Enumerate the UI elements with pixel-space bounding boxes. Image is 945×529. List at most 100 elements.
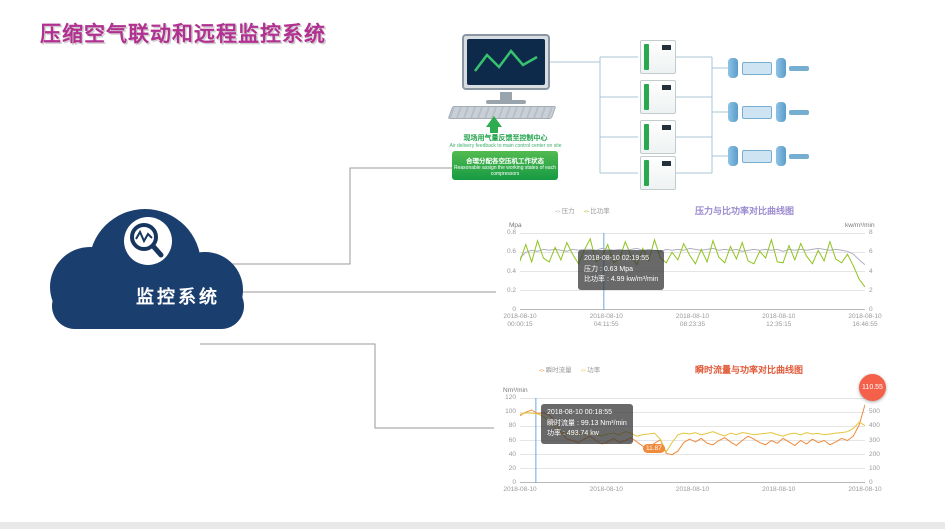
x-axis-tick: 2018-08-10 08:23:35 (675, 313, 710, 329)
assign-box-cn: 合理分配各空压机工作状态 (466, 157, 544, 165)
connector-bottom (200, 343, 494, 429)
legend-label: 功率 (587, 367, 601, 374)
tooltip: 2018-08-10 02:19:55 压力 : 0.63 Mpa 比功率 : … (578, 250, 665, 290)
air-tank-icon (776, 146, 786, 166)
y-axis-tick: 500 (869, 408, 880, 416)
dryer-icon (742, 106, 772, 119)
y-axis-tick: 400 (869, 422, 880, 430)
y-axis-tick: 200 (869, 450, 880, 458)
y-axis-tick: 4 (869, 267, 873, 275)
compressor-2 (640, 80, 676, 114)
legend-item[interactable]: -○-瞬时流量 (539, 367, 581, 374)
y-axis-tick: 100 (505, 408, 516, 416)
flow-power-chart: -○-瞬时流量-○-功率 瞬时流量与功率对比曲线图 Nm³/min 2018-0… (497, 362, 909, 524)
air-treatment-unit-1 (728, 58, 813, 80)
y-axis-tick: 0.6 (506, 248, 516, 256)
up-arrow-icon (486, 116, 502, 127)
y-axis-label-left: Nm³/min (503, 387, 528, 394)
assign-box-en: Reasonable assign the working states of … (453, 164, 556, 177)
feedback-text-cn: 现场用气量反馈至控制中心 (463, 135, 548, 142)
legend-item[interactable]: -○-比功率 (584, 208, 619, 215)
x-axis-tick: 2018-08-10 16:46:55 (848, 313, 882, 329)
tooltip-line: 功率 : 493.74 kw (547, 430, 599, 437)
y-axis-tick: 100 (869, 464, 880, 472)
plot-area[interactable] (519, 233, 866, 310)
legend-item[interactable]: -○-功率 (581, 367, 610, 374)
compressor-3 (640, 120, 676, 154)
air-treatment-unit-2 (728, 102, 813, 124)
tooltip-time: 2018-08-10 00:18:55 (547, 409, 612, 416)
point-value-badge: 11.87 (643, 444, 665, 453)
assign-box: 合理分配各空压机工作状态 Reasonable assign the worki… (452, 151, 558, 180)
y-axis-label-right: kw/m³/min (845, 222, 875, 229)
air-tank-icon (776, 102, 786, 122)
cloud-shape (50, 209, 244, 329)
chart-legend: -○-瞬时流量-○-功率 (539, 364, 609, 374)
pipe-icon (789, 110, 809, 115)
x-axis-tick: 2018-08-10 04:11:55 (589, 313, 623, 329)
y-axis-tick: 0 (512, 306, 516, 313)
legend-marker-icon: -○- (555, 209, 561, 215)
chart-canvas (519, 233, 866, 310)
y-axis-tick: 2 (869, 286, 873, 294)
y-axis-tick: 80 (508, 422, 516, 430)
legend-label: 瞬时流量 (545, 367, 572, 374)
y-axis-tick: 0 (512, 479, 516, 486)
air-tank-icon (728, 146, 738, 166)
y-axis-tick: 120 (505, 394, 516, 401)
y-axis-tick: 0.4 (506, 267, 516, 275)
legend-item[interactable]: -○-压力 (555, 208, 584, 215)
x-axis-tick: 2018-08-10 12:35:15 (762, 313, 796, 329)
legend-marker-icon: -○- (539, 368, 545, 374)
monitor-base (486, 100, 526, 104)
y-axis-tick: 0 (869, 306, 873, 313)
y-axis-tick: 60 (508, 436, 516, 444)
legend-marker-icon: -○- (583, 209, 590, 215)
y-axis-tick: 0 (869, 479, 873, 486)
air-tank-icon (728, 102, 738, 122)
feedback-text-en: Air delivery feedback to main control ce… (449, 143, 562, 149)
tooltip-line: 压力 : 0.63 Mpa (584, 265, 634, 273)
slide-bottom-strip (0, 522, 945, 529)
x-axis-tick: 2018-08-10 (589, 486, 623, 493)
y-axis-tick: 300 (869, 436, 880, 444)
y-axis-tick: 0.8 (506, 229, 516, 236)
keyboard (447, 106, 557, 119)
legend-label: 比功率 (590, 208, 610, 215)
y-axis-label-left: Mpa (509, 222, 522, 229)
pipe-icon (789, 154, 809, 159)
up-arrow-stem (490, 127, 498, 133)
compressor-4 (640, 156, 676, 190)
x-axis-tick: 2018-08-10 (848, 486, 882, 493)
x-axis-tick: 2018-08-10 (675, 486, 710, 493)
monitor-screen (467, 39, 545, 85)
dryer-icon (742, 62, 772, 75)
dryer-icon (742, 150, 772, 163)
monitor-stand (500, 92, 512, 101)
monitoring-cloud: 监控系统 (30, 195, 260, 345)
pipe-icon (789, 66, 809, 71)
feedback-text: 现场用气量反馈至控制中心 Air delivery feedback to ma… (428, 133, 583, 149)
tooltip-line: 瞬时流量 : 99.13 Nm³/min (547, 419, 627, 427)
tooltip-time: 2018-08-10 02:19:55 (584, 255, 649, 262)
tooltip-line: 比功率 : 4.99 kw/m³/min (584, 276, 659, 283)
legend-marker-icon: -○- (580, 368, 587, 374)
air-tank-icon (776, 58, 786, 78)
tooltip: 2018-08-10 00:18:55 瞬时流量 : 99.13 Nm³/min… (541, 404, 633, 444)
max-value-badge: 110.55 (859, 374, 886, 401)
compressor-1 (640, 40, 676, 74)
air-tank-icon (728, 58, 738, 78)
x-axis-tick: 2018-08-10 (503, 486, 537, 493)
legend-label: 压力 (561, 208, 575, 215)
x-axis-tick: 2018-08-10 00:00:15 (503, 313, 537, 329)
x-axis-tick: 2018-08-10 (762, 486, 796, 493)
page-title: 压缩空气联动和远程监控系统 (40, 23, 326, 46)
chart-title: 瞬时流量与功率对比曲线图 (695, 365, 804, 375)
y-axis-tick: 20 (508, 464, 516, 472)
diagram-wiring (548, 56, 729, 174)
cloud-label: 监控系统 (136, 287, 220, 307)
y-axis-tick: 6 (869, 248, 873, 256)
y-axis-tick: 0.2 (506, 286, 516, 294)
magnifier-chart-icon (124, 217, 172, 265)
